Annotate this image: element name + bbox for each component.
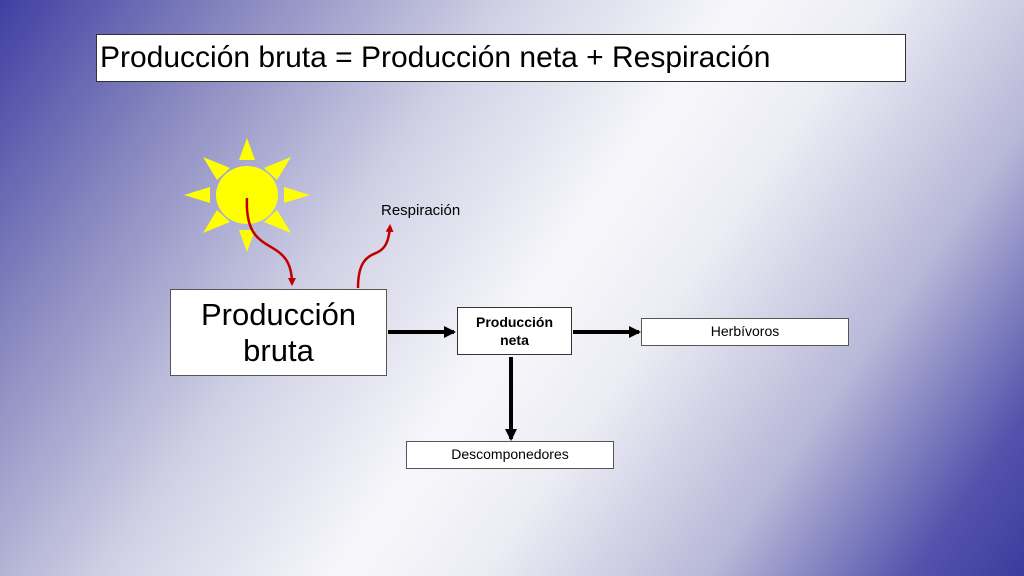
- sun-icon: [184, 138, 310, 252]
- respiration-label: Respiración: [381, 202, 461, 219]
- equation-title: Producción bruta = Producción neta + Res…: [96, 34, 906, 82]
- net-production-line-1: Producción: [475, 313, 553, 330]
- sunlight-arrow: [245, 197, 296, 286]
- gross-production-box: Producción bruta: [170, 289, 387, 376]
- equation-text: Producción bruta = Producción neta + Res…: [100, 41, 771, 74]
- net-production-box: Producción neta: [457, 307, 572, 355]
- gross-production-line-1: Producción: [200, 296, 357, 332]
- decomposers-label: Descomponedores: [451, 446, 569, 462]
- respiration-arrow: [356, 224, 394, 289]
- gross-production-line-2: bruta: [243, 332, 314, 368]
- herbivores-label: Herbívoros: [710, 323, 780, 339]
- net-production-line-2: neta: [500, 332, 529, 348]
- decomposers-box: Descomponedores: [406, 441, 614, 469]
- herbivores-box: Herbívoros: [641, 318, 849, 346]
